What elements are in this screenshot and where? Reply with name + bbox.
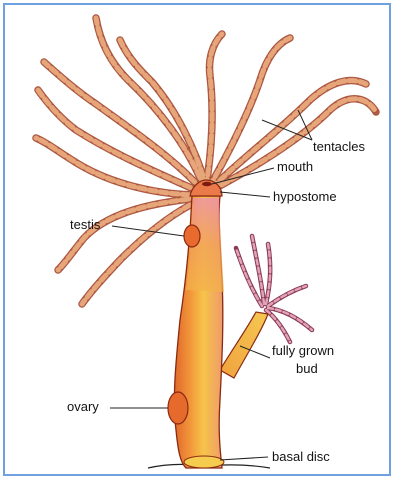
label-bud-line1: fully grown <box>272 344 334 359</box>
ovary <box>168 392 188 424</box>
basal-disc <box>184 456 224 468</box>
bud-stalk <box>220 312 268 378</box>
label-mouth: mouth <box>277 160 313 175</box>
leader-hypostome <box>220 192 270 197</box>
tentacle-6 <box>82 200 200 304</box>
label-testis: testis <box>70 218 100 233</box>
leader-basal-disc <box>220 457 268 460</box>
label-bud-line2: bud <box>296 362 318 377</box>
testis <box>184 225 200 247</box>
label-hypostome: hypostome <box>273 190 337 205</box>
label-basal-disc: basal disc <box>272 450 330 465</box>
label-ovary: ovary <box>67 400 99 415</box>
label-tentacles: tentacles <box>313 140 365 155</box>
mouth <box>202 182 212 186</box>
